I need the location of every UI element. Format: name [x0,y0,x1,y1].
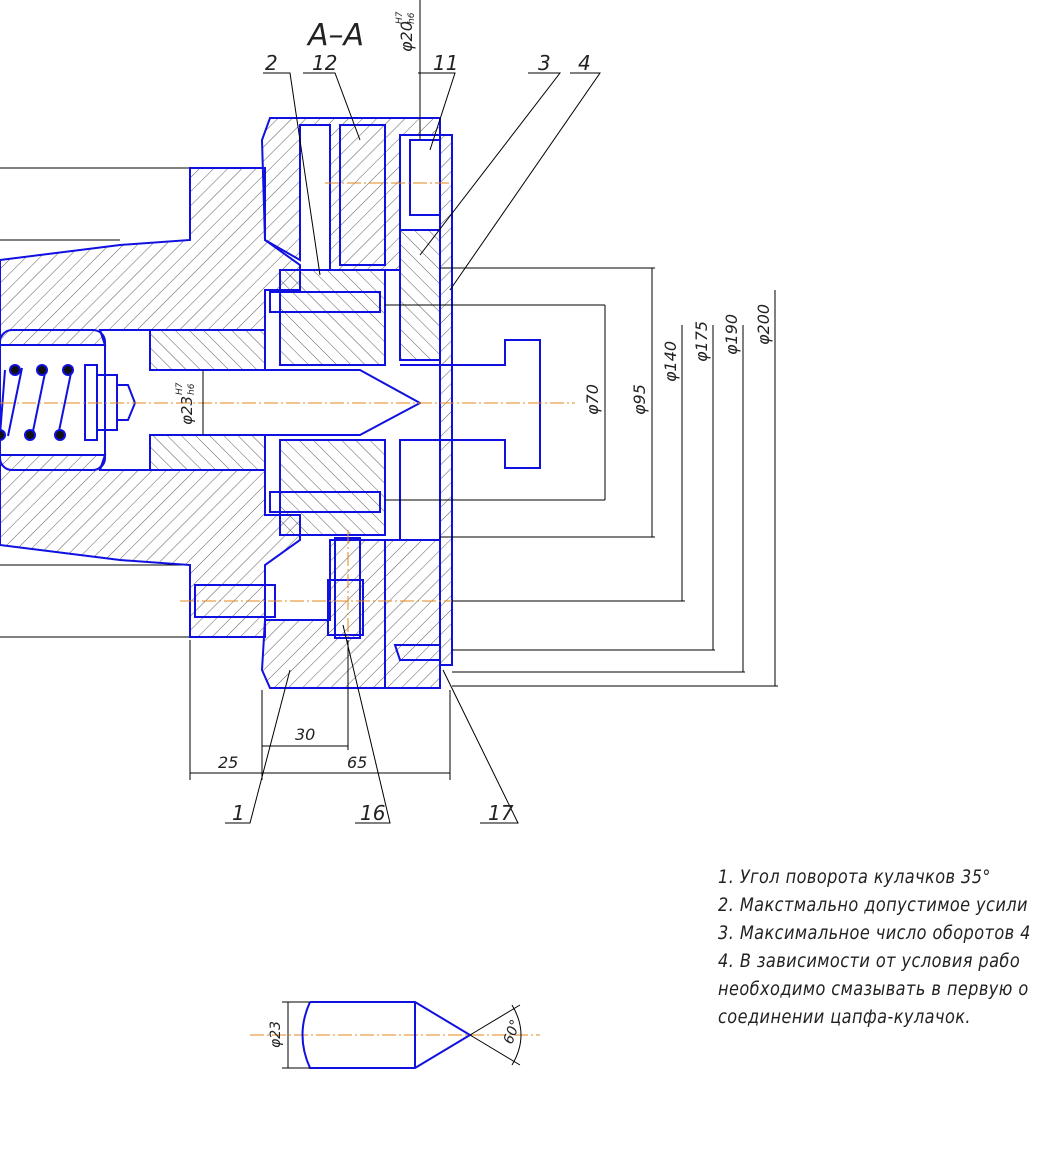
svg-text:H7: H7 [175,382,185,395]
svg-text:h6: h6 [187,383,197,395]
svg-text:17: 17 [488,801,514,825]
detail-angle: 60° [501,1018,525,1047]
diameter-dims: φ70 φ95 φ140 φ175 φ190 φ200 [583,304,773,415]
svg-text:3: 3 [538,51,551,75]
svg-text:2: 2 [265,51,278,75]
note-4-end: соединении цапфа-кулачок. [718,1006,971,1028]
note-4: 4. В зависимости от условия рабо [718,950,1021,972]
svg-text:h6: h6 [407,12,417,24]
section-title: A–A [306,18,364,53]
svg-text:φ175: φ175 [692,321,711,362]
dimension-lines [189,0,778,824]
pin-detail [282,1001,522,1069]
svg-text:1: 1 [232,801,245,825]
svg-text:φ140: φ140 [661,341,680,382]
note-3: 3. Максимальное число оборотов 4 [718,922,1031,944]
svg-text:30: 30 [295,725,315,744]
svg-text:16: 16 [360,801,385,825]
linear-dims: 25 30 65 [218,725,367,772]
fit-top: φ20 H7 h6 [395,11,417,52]
centerlines [0,182,575,1036]
svg-text:12: 12 [312,51,337,75]
note-4-cont: необходимо смазывать в первую о [718,978,1029,1000]
svg-text:4: 4 [578,51,591,75]
svg-text:φ70: φ70 [583,384,602,415]
svg-text:φ95: φ95 [630,384,649,415]
svg-text:65: 65 [347,753,367,772]
detail-diameter: φ23 [268,1021,284,1048]
spindle-housing [0,167,301,638]
svg-text:11: 11 [433,51,458,75]
note-2: 2. Макстмально допустимое усили [718,894,1028,916]
callouts: 2 12 11 3 4 1 16 17 [232,51,591,825]
svg-text:φ200: φ200 [754,304,773,345]
svg-text:φ23: φ23 [178,396,196,425]
svg-text:25: 25 [218,753,238,772]
svg-text:H7: H7 [395,11,405,24]
note-1: 1. Угол поворота кулачков 35° [718,866,991,888]
fit-pin: φ23 H7 h6 [175,382,197,425]
svg-text:φ190: φ190 [722,314,741,355]
svg-text:φ20: φ20 [397,21,416,52]
